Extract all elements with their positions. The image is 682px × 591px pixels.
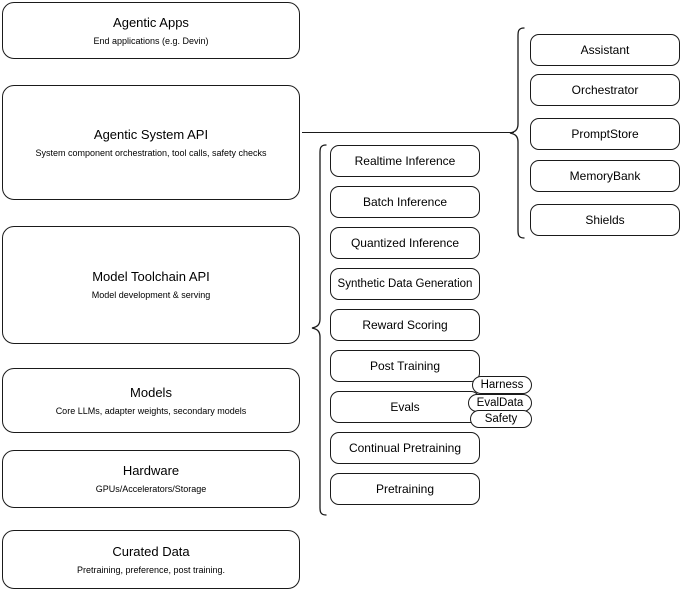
layer-hardware[interactable]: Hardware GPUs/Accelerators/Storage (2, 450, 300, 508)
component-evals[interactable]: Evals (330, 391, 480, 423)
layer-models[interactable]: Models Core LLMs, adapter weights, secon… (2, 368, 300, 433)
layer-title: Model Toolchain API (92, 269, 210, 284)
component-label: MemoryBank (569, 169, 641, 183)
layer-title: Hardware (122, 463, 180, 478)
component-label: Assistant (580, 43, 630, 57)
component-memorybank[interactable]: MemoryBank (530, 160, 680, 192)
component-assistant[interactable]: Assistant (530, 34, 680, 66)
component-label: Continual Pretraining (348, 441, 462, 455)
component-realtime-inference[interactable]: Realtime Inference (330, 145, 480, 177)
layer-subtitle: Pretraining, preference, post training. (76, 564, 226, 575)
component-post-training[interactable]: Post Training (330, 350, 480, 382)
component-label: Realtime Inference (354, 154, 456, 168)
brace-model-toolchain-components (310, 143, 328, 517)
layer-subtitle: Core LLMs, adapter weights, secondary mo… (55, 405, 247, 416)
component-label: Post Training (369, 359, 441, 373)
component-label: Batch Inference (362, 195, 448, 209)
component-quantized-inference[interactable]: Quantized Inference (330, 227, 480, 259)
layer-subtitle: System component orchestration, tool cal… (35, 147, 267, 158)
layer-curated-data[interactable]: Curated Data Pretraining, preference, po… (2, 530, 300, 589)
component-label: Shields (585, 213, 625, 227)
layer-model-toolchain-api[interactable]: Model Toolchain API Model development & … (2, 226, 300, 344)
connector-agentic-system-to-components (302, 132, 514, 133)
component-pretraining[interactable]: Pretraining (330, 473, 480, 505)
component-shields[interactable]: Shields (530, 204, 680, 236)
component-label: Evals (390, 400, 420, 414)
layer-subtitle: End applications (e.g. Devin) (93, 35, 209, 46)
layer-title: Agentic System API (93, 126, 209, 142)
component-label: Pretraining (375, 482, 435, 496)
evals-subcomponent-safety[interactable]: Safety (470, 410, 532, 428)
layer-agentic-system-api[interactable]: Agentic System API System component orch… (2, 85, 300, 200)
component-label: Orchestrator (571, 83, 639, 97)
layer-title: Curated Data (112, 543, 190, 559)
layer-title: Agentic Apps (113, 14, 189, 30)
evals-subcomponent-harness[interactable]: Harness (472, 376, 532, 394)
evals-subcomponent-label: Harness (480, 378, 524, 391)
component-label: Quantized Inference (350, 236, 460, 250)
layer-subtitle: Model development & serving (91, 290, 211, 300)
layer-agentic-apps[interactable]: Agentic Apps End applications (e.g. Devi… (2, 2, 300, 59)
layer-title: Models (130, 384, 172, 400)
component-orchestrator[interactable]: Orchestrator (530, 74, 680, 106)
evals-subcomponent-label: Safety (484, 412, 518, 425)
component-label: Reward Scoring (362, 318, 448, 332)
component-reward-scoring[interactable]: Reward Scoring (330, 309, 480, 341)
evals-subcomponent-label: EvalData (476, 396, 524, 409)
component-batch-inference[interactable]: Batch Inference (330, 186, 480, 218)
brace-agentic-system-components (508, 26, 526, 240)
component-label: Synthetic Data Generation (337, 278, 473, 290)
component-synthetic-data-generation[interactable]: Synthetic Data Generation (330, 268, 480, 300)
component-promptstore[interactable]: PromptStore (530, 118, 680, 150)
layer-subtitle: GPUs/Accelerators/Storage (95, 484, 207, 494)
component-continual-pretraining[interactable]: Continual Pretraining (330, 432, 480, 464)
component-label: PromptStore (571, 127, 639, 141)
